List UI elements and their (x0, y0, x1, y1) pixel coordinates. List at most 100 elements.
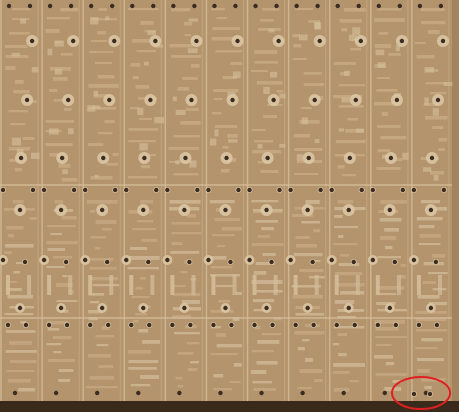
trace (333, 326, 365, 329)
pad (11, 52, 21, 57)
pad (352, 27, 361, 36)
trace (253, 309, 268, 312)
trace (384, 246, 393, 250)
trace (299, 269, 324, 273)
drill-hole (370, 257, 376, 263)
drill-hole (23, 322, 29, 328)
drill-hole (259, 390, 264, 396)
trace (377, 256, 401, 259)
trace (58, 369, 74, 372)
trace (90, 236, 107, 239)
trace (47, 248, 66, 251)
trace (45, 120, 75, 123)
drill-hole (312, 97, 317, 103)
trace (337, 283, 365, 287)
trace (86, 386, 118, 389)
drill-hole (269, 259, 274, 265)
trace (8, 234, 14, 238)
trace (297, 347, 305, 351)
trace (171, 242, 183, 246)
trace (338, 263, 360, 267)
trace (216, 17, 228, 20)
trace (22, 137, 35, 140)
pad (377, 62, 386, 68)
trace (129, 256, 160, 260)
drill-hole (130, 3, 135, 9)
trace (229, 381, 241, 384)
trace (380, 236, 396, 240)
trace (8, 110, 29, 113)
drill-hole (58, 207, 64, 213)
trace (175, 377, 183, 380)
trace (177, 385, 184, 388)
drill-hole (382, 390, 388, 396)
trace (333, 243, 358, 246)
trace (5, 244, 34, 248)
trace (212, 234, 235, 237)
pad (189, 160, 197, 168)
drill-hole (29, 38, 35, 44)
connector-pad (129, 275, 134, 295)
trace (45, 143, 73, 147)
drill-hole (417, 3, 423, 9)
drill-hole (228, 259, 233, 265)
drill-hole (18, 155, 24, 161)
drill-hole (104, 259, 110, 265)
trace (94, 62, 113, 65)
drill-hole (411, 187, 417, 193)
trace (173, 332, 200, 335)
trace (4, 313, 34, 316)
trace (214, 218, 240, 222)
trace (380, 136, 407, 140)
trace (374, 44, 392, 48)
drill-hole (329, 257, 334, 263)
trace (332, 95, 363, 99)
trace (337, 200, 354, 204)
drill-hole (141, 305, 146, 311)
drill-hole (188, 322, 193, 328)
trace (62, 275, 68, 278)
drill-hole (170, 322, 175, 328)
pad (279, 93, 286, 99)
pad (68, 128, 74, 135)
trace (136, 50, 156, 53)
panel-bottom-edge (0, 401, 459, 412)
drill-hole (12, 390, 18, 396)
pad (268, 28, 275, 33)
drill-hole (388, 155, 394, 161)
trace (98, 8, 107, 11)
trace (127, 350, 152, 354)
trace (104, 120, 115, 124)
trace (14, 80, 24, 84)
drill-hole (276, 38, 281, 44)
drill-hole (46, 322, 52, 328)
drill-hole (47, 3, 53, 9)
drill-hole (329, 187, 334, 193)
trace (211, 8, 225, 11)
trace (88, 310, 103, 314)
trace (252, 299, 275, 303)
connector-pad (191, 275, 196, 295)
trace (58, 379, 71, 382)
drill-hole (189, 97, 194, 103)
trace (210, 326, 221, 329)
drill-hole (435, 97, 441, 103)
trace (130, 107, 140, 110)
trace (337, 235, 344, 238)
pad (54, 68, 63, 75)
drill-hole (70, 38, 76, 44)
trace (335, 272, 363, 276)
connector-pad (273, 275, 278, 295)
trace (424, 386, 432, 390)
pad (314, 139, 320, 144)
trace (292, 214, 314, 218)
trace (58, 164, 71, 168)
drill-hole (58, 305, 64, 311)
drill-hole (154, 187, 159, 193)
pad (172, 96, 177, 102)
trace (56, 300, 78, 303)
trace (49, 153, 65, 157)
drill-hole (82, 257, 88, 263)
trace (422, 281, 436, 284)
connector-pad (416, 275, 421, 295)
